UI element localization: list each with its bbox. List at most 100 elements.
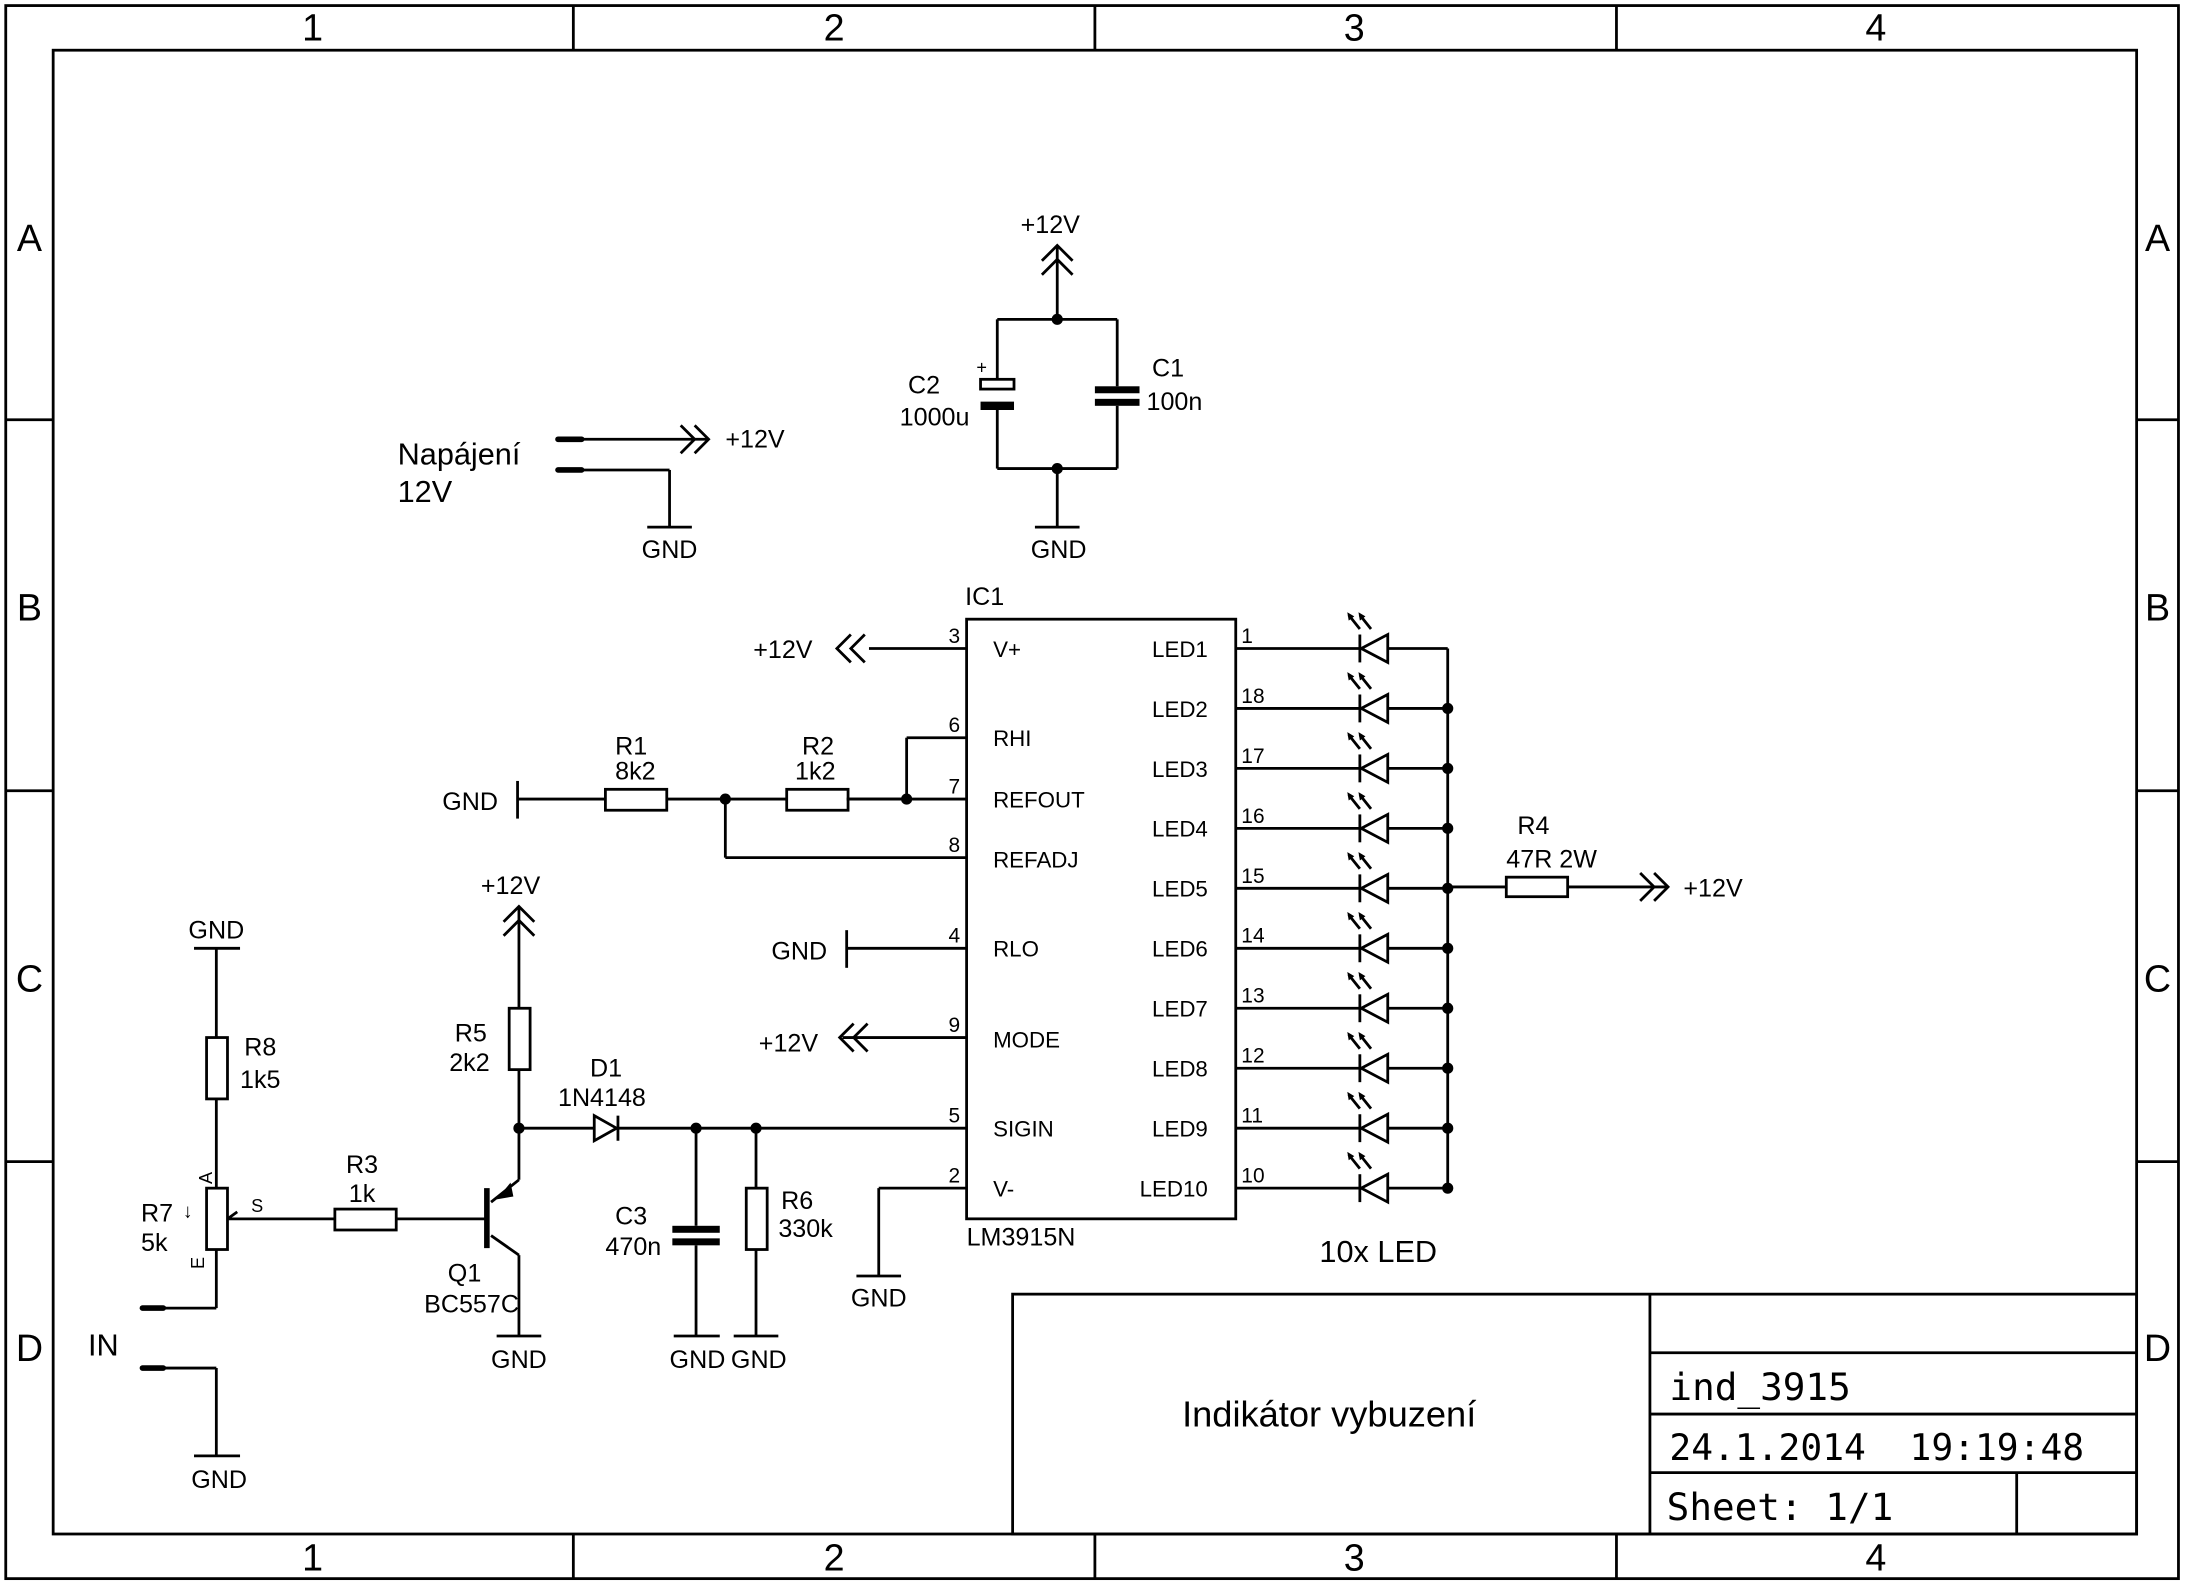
- c3-value: 470n: [605, 1233, 661, 1261]
- ic1-pin-6-name: RHI: [993, 726, 1031, 751]
- r8-ref: R8: [244, 1034, 276, 1062]
- led-4: [1235, 792, 1454, 845]
- ic1-led5-name: LED5: [1152, 877, 1208, 902]
- ic1-pin-14-num: 14: [1241, 925, 1265, 948]
- r4-value: 47R 2W: [1506, 845, 1597, 873]
- frame-col-4-bottom: 4: [1865, 1536, 1886, 1578]
- title-block-title: Indikátor vybuzení: [1182, 1394, 1476, 1435]
- ic1-led4-name: LED4: [1152, 817, 1208, 842]
- led-bar: 10x LED: [1235, 612, 1454, 1269]
- ic1-pin-13-num: 13: [1241, 985, 1264, 1008]
- ic1-led8-name: LED8: [1152, 1057, 1208, 1082]
- r5-ref: R5: [455, 1020, 487, 1048]
- ic1-part: LM3915N: [967, 1223, 1076, 1251]
- r2-value: 1k2: [795, 758, 835, 786]
- r8-gnd-label: GND: [188, 917, 244, 945]
- r7-pin-a: A: [196, 1171, 216, 1184]
- power-connector: Napájení 12V +12V GND: [398, 424, 785, 564]
- led-7: [1235, 972, 1454, 1025]
- ic1-pin-7-num: 7: [948, 776, 960, 799]
- in-gnd-label: GND: [191, 1466, 247, 1494]
- ic1-pin-2-num: 2: [948, 1165, 960, 1188]
- ic1-pin-3-num: 3: [948, 625, 960, 648]
- d1-ref: D1: [590, 1055, 622, 1083]
- ic1-pin-8-name: REFADJ: [993, 847, 1079, 872]
- ic1-led10-name: LED10: [1140, 1177, 1208, 1202]
- ic1-led7-name: LED7: [1152, 997, 1208, 1022]
- led-junction-dot-10: [1442, 1182, 1454, 1194]
- c2-ref: C2: [908, 371, 940, 399]
- d1-value: 1N4148: [558, 1084, 646, 1112]
- ic1-ref: IC1: [965, 583, 1004, 611]
- power-label-line1: Napájení: [398, 436, 521, 471]
- frame-row-b-right: B: [2145, 587, 2170, 629]
- frame-col-1-bottom: 1: [302, 1536, 323, 1578]
- led-junction-dot-4: [1442, 822, 1454, 834]
- ic1-led9-name: LED9: [1152, 1117, 1208, 1142]
- led-8: [1235, 1031, 1454, 1085]
- ic1-lm3915: IC1 LM3915N 3 V+ 6 RHI 7 REFOUT 8 REFADJ…: [725, 583, 1265, 1251]
- r1-ref: R1: [615, 732, 647, 760]
- mode-vcc-label: +12V: [759, 1029, 819, 1057]
- r6-value: 330k: [778, 1215, 833, 1243]
- ic1-pin-12-num: 12: [1241, 1045, 1264, 1068]
- r5-vcc-label: +12V: [481, 872, 541, 900]
- ic1-pin-9-num: 9: [948, 1014, 960, 1037]
- drawing-frame: 1 2 3 4 1 2 3 4 A B C D A B C D: [4, 4, 2180, 1581]
- ic1-pin-11-num: 11: [1241, 1105, 1263, 1128]
- r7-ref: R7: [141, 1200, 173, 1228]
- decoupling-capacitors: +12V + C2 1000u C1 100n GND: [900, 211, 1203, 564]
- c2-value: 1000u: [900, 403, 970, 431]
- r6-gnd-label: GND: [731, 1346, 787, 1374]
- r8-value: 1k5: [240, 1066, 280, 1094]
- ic1-pin-4-name: RLO: [993, 937, 1039, 962]
- ic1-pin-4-num: 4: [948, 925, 960, 948]
- reference-network: GND R1 8k2 R2 1k2: [442, 732, 913, 858]
- frame-col-1-top: 1: [302, 6, 323, 48]
- led-junction-dot-6: [1442, 942, 1454, 954]
- led-junction-dot-3: [1442, 762, 1454, 774]
- v-plus-vcc-label: +12V: [753, 636, 813, 664]
- title-block: Indikátor vybuzení ind_3915 24.1.2014 19…: [1011, 1292, 2139, 1536]
- r7-value: 5k: [141, 1229, 168, 1257]
- ic1-pin-9-name: MODE: [993, 1027, 1060, 1052]
- c2-plus-mark: +: [976, 358, 987, 378]
- r5-value: 2k2: [449, 1049, 489, 1077]
- ic1-pin-10-num: 10: [1241, 1165, 1264, 1188]
- r6-ref: R6: [781, 1187, 813, 1215]
- r2-ref: R2: [802, 732, 834, 760]
- ic1-pin-17-num: 17: [1241, 745, 1264, 768]
- power-gnd-label: GND: [642, 536, 698, 564]
- ic1-pin-6-num: 6: [948, 714, 960, 737]
- power-vcc-label: +12V: [725, 426, 785, 454]
- frame-row-c-left: C: [16, 958, 43, 1000]
- ic1-led2-name: LED2: [1152, 697, 1208, 722]
- led-3: [1235, 732, 1454, 785]
- ic1-led1-name: LED1: [1152, 637, 1208, 662]
- decoupling-vcc-label: +12V: [1021, 211, 1081, 239]
- ic1-pin-8-num: 8: [948, 834, 960, 857]
- r7-pin-e: E: [188, 1257, 208, 1269]
- ic1-led3-name: LED3: [1152, 757, 1208, 782]
- frame-col-2-top: 2: [824, 6, 845, 48]
- frame-row-b-left: B: [17, 587, 42, 629]
- c3-gnd-label: GND: [670, 1346, 726, 1374]
- vminus-gnd-label: GND: [851, 1285, 907, 1313]
- in-label: IN: [88, 1328, 119, 1363]
- r1-value: 8k2: [615, 758, 655, 786]
- r3-value: 1k: [349, 1180, 376, 1208]
- ic1-pin-5-name: SIGIN: [993, 1117, 1054, 1142]
- rlo-gnd-label: GND: [771, 937, 827, 965]
- ic1-pin-16-num: 16: [1241, 805, 1264, 828]
- ref-gnd-label: GND: [442, 788, 498, 816]
- led-junction-dot-2: [1442, 702, 1454, 715]
- c3-ref: C3: [615, 1202, 647, 1230]
- q1-gnd-label: GND: [491, 1346, 547, 1374]
- led-5: [1235, 852, 1454, 905]
- ic1-led6-name: LED6: [1152, 937, 1208, 962]
- c1-ref: C1: [1152, 355, 1184, 383]
- title-block-filename: ind_3915: [1669, 1365, 1850, 1410]
- frame-col-3-bottom: 3: [1344, 1536, 1365, 1578]
- input-stage: GND R8 1k5 R7 5k A S E ↓ IN GND R3 1k: [88, 872, 833, 1494]
